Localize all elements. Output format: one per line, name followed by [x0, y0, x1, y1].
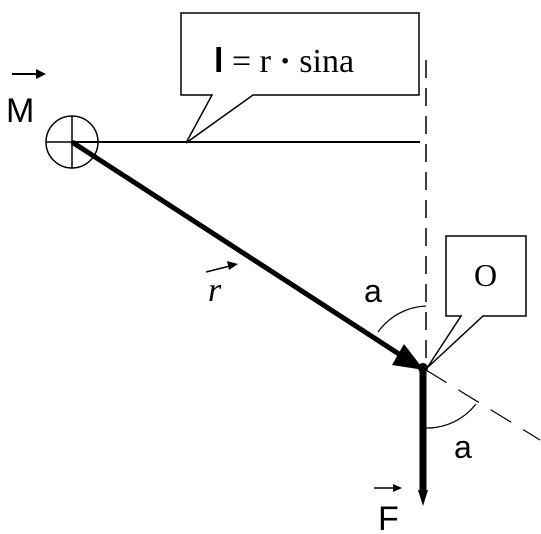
moment-label: M [6, 92, 34, 130]
radius-vector [70, 139, 404, 359]
angle-label-top: a [364, 273, 382, 309]
formula-tail: sina [299, 43, 354, 80]
angle-arc-top [377, 305, 427, 333]
radius-label: r [208, 272, 222, 309]
radius-arrow-head [227, 261, 238, 270]
origin-callout-box [426, 235, 527, 369]
formula-text: l = r · sina [214, 42, 354, 80]
force-arrow-head [393, 484, 402, 492]
formula-rest: = r [232, 43, 272, 80]
formula-callout-box [180, 12, 420, 144]
moment-arrow-head [36, 69, 46, 79]
radius-extension-dashed-line [425, 369, 541, 441]
radius-vector-arrowhead [392, 344, 424, 370]
origin-label: O [474, 257, 497, 293]
angle-arc-bottom [425, 403, 477, 429]
radius-arrow-line [205, 265, 231, 273]
force-label: F [378, 500, 399, 534]
formula-bold-part: l [214, 42, 223, 80]
angle-label-bottom: a [454, 429, 472, 465]
force-vector-arrowhead [418, 490, 428, 506]
formula-dot: · [279, 43, 290, 80]
